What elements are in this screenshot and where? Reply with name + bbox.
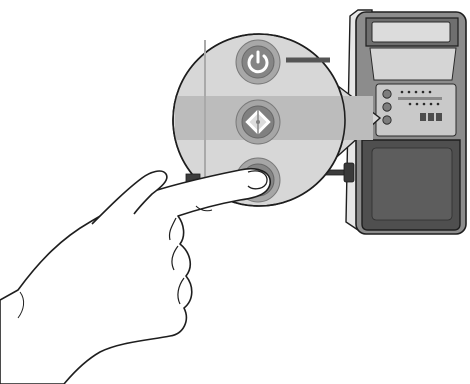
panel-segment-display bbox=[420, 113, 442, 121]
device-door-inner bbox=[372, 148, 452, 220]
callout-middle-button bbox=[236, 100, 280, 144]
device-display-window bbox=[370, 48, 456, 80]
device-rod-knob bbox=[344, 163, 354, 182]
callout-power-button bbox=[236, 40, 280, 84]
panel-power-button bbox=[383, 90, 391, 98]
panel-bottom-button bbox=[383, 116, 391, 124]
panel-middle-button bbox=[383, 103, 391, 111]
device-top-window bbox=[372, 22, 450, 42]
pointing-hand bbox=[0, 169, 270, 384]
panel-label-strip bbox=[398, 97, 442, 100]
